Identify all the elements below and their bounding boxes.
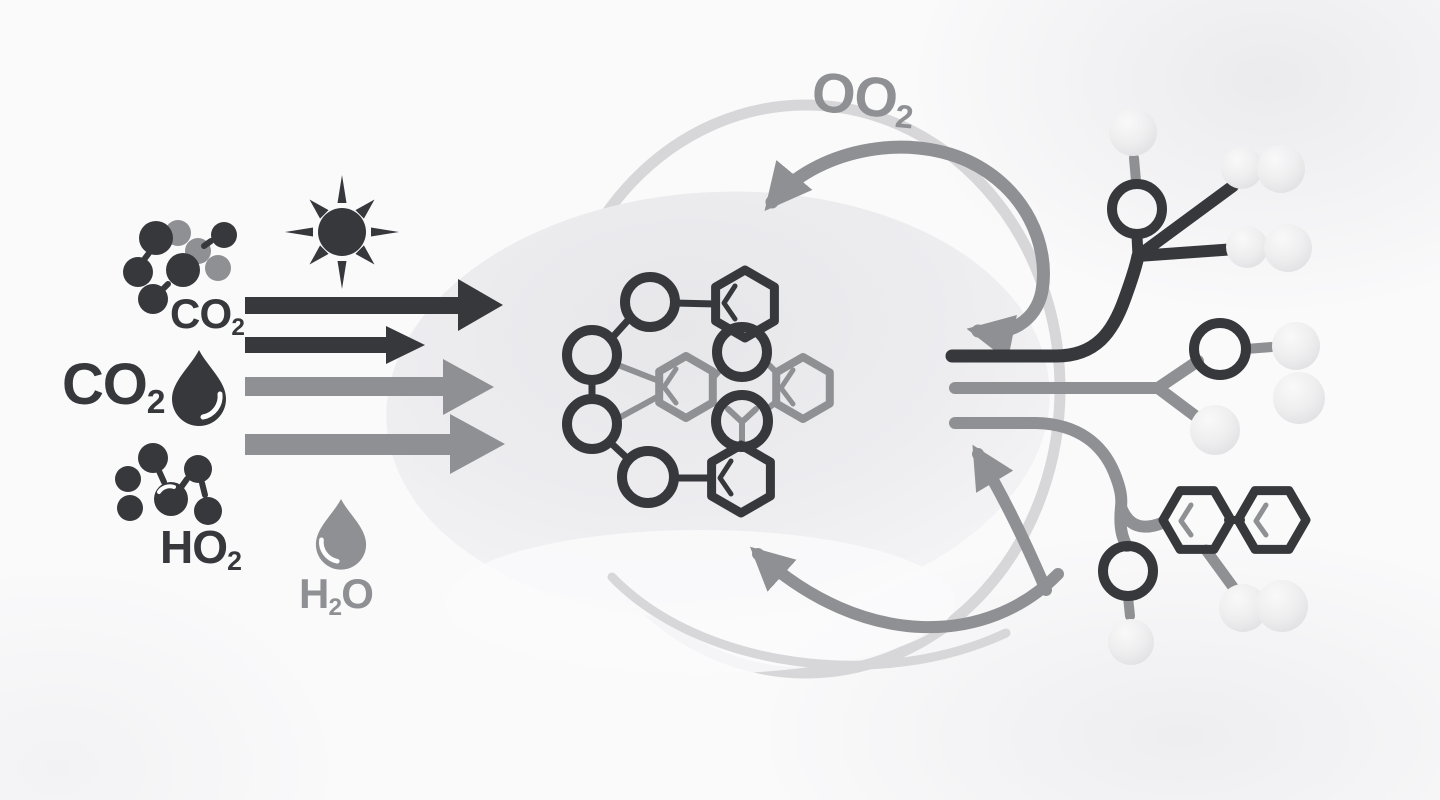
sun-icon (285, 175, 399, 289)
node-ring-icon (1189, 318, 1251, 380)
sphere (1273, 372, 1325, 424)
node-ring-icon (1107, 179, 1167, 239)
input-arrow-4 (245, 414, 505, 474)
sphere (1264, 224, 1312, 272)
sphere (1256, 580, 1308, 632)
biphenyl-icon (1158, 486, 1311, 554)
sphere (1190, 405, 1240, 455)
o2-cycle-label: OO2 (809, 59, 914, 136)
input-arrow-3 (245, 359, 494, 415)
co2-molecule-icon (123, 220, 237, 314)
sphere (1257, 145, 1305, 193)
sphere (1221, 147, 1263, 189)
sphere (1272, 322, 1320, 370)
h2o-label: H2O (299, 570, 374, 621)
sphere (1109, 108, 1157, 156)
lower-light-arc (607, 572, 1011, 670)
sphere (1108, 619, 1154, 665)
output-branch-dark-icon (945, 153, 1242, 363)
input-arrow-icons (245, 279, 505, 474)
benzene-ring-dark-icon (707, 265, 779, 518)
node-ring-icon (1098, 541, 1158, 601)
sphere (1226, 226, 1268, 268)
ho2-label: HO2 (160, 521, 242, 577)
co2-cluster-label: CO2 (170, 290, 245, 341)
o2-cycle-arrow-icon (764, 140, 1050, 361)
molecule-network-icon (562, 265, 834, 518)
molecule-sphere-icons (1108, 108, 1325, 665)
input-arrow-1 (245, 279, 503, 331)
ho2-molecule-icon (115, 443, 222, 525)
sphere (1219, 584, 1267, 632)
water-drop-dark-icon (172, 350, 226, 426)
output-branch-mid-icon (949, 318, 1277, 421)
benzene-ring-gray-icon (655, 352, 834, 423)
co2-main-label: CO2 (62, 352, 165, 422)
input-arrow-2 (245, 326, 425, 364)
return-arrow-icons (749, 444, 1064, 633)
output-branch-bottom-icon (949, 417, 1311, 621)
water-drop-gray-icon (315, 498, 367, 570)
